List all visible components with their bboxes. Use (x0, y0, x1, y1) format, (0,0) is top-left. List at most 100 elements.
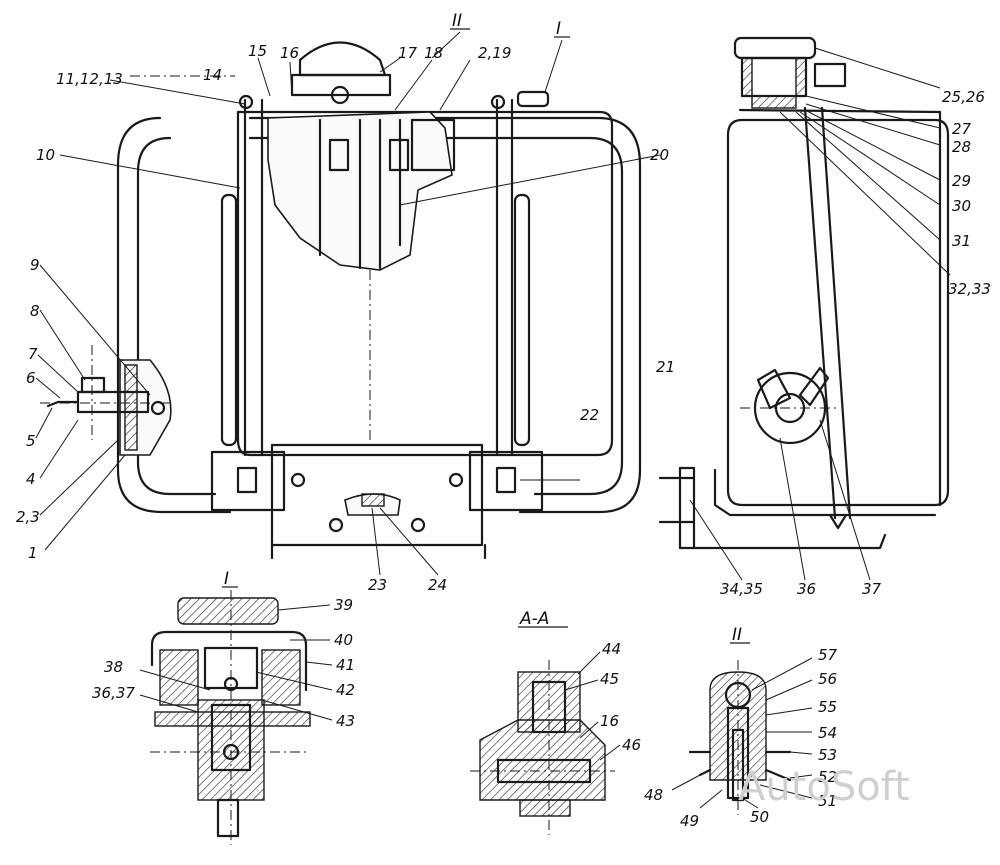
callout-42: 42 (336, 681, 355, 699)
callout-29: 29 (952, 172, 971, 190)
leader-18 (394, 59, 433, 111)
leader-36 (779, 437, 806, 581)
drain-plug (361, 493, 385, 507)
callout-36: 36 (797, 580, 816, 598)
side-gasket (751, 95, 797, 109)
callout-51: 51 (818, 792, 837, 810)
bracket-right (468, 450, 544, 512)
callout-5: 5 (26, 432, 36, 450)
tank-body (236, 110, 614, 457)
detail-i (150, 590, 311, 845)
callout-27: 27 (952, 120, 972, 138)
callout-41: 41 (336, 656, 355, 674)
side-neck-wall-l (741, 57, 753, 97)
callout-52: 52 (818, 768, 837, 786)
callout-31: 31 (952, 232, 971, 250)
leader-4 (39, 419, 79, 479)
leader-2-3 (39, 439, 119, 516)
leader-17 (379, 57, 401, 73)
callout-10: 10 (36, 146, 55, 164)
side-frame-bottom (713, 468, 937, 517)
gauge-tube-left (220, 193, 238, 447)
leader-41 (305, 661, 333, 666)
bracket-left-slot (236, 466, 258, 494)
callout-18: 18 (424, 44, 443, 62)
callout-45: 45 (600, 670, 619, 688)
leader-27 (805, 95, 941, 129)
leader-7 (37, 354, 79, 393)
leader-44 (577, 651, 601, 675)
leader-24 (379, 507, 439, 576)
leader-11-13 (109, 79, 246, 105)
leader-6 (35, 377, 61, 399)
watermark: AutoSoft (738, 764, 910, 810)
callout-49: 49 (680, 812, 699, 830)
callout-16: 16 (280, 44, 299, 62)
leader-29 (804, 109, 941, 181)
inner-fitting-a (328, 138, 350, 172)
leader-15 (257, 57, 271, 97)
callout-24: 24 (428, 576, 447, 594)
frame-tube-outer (116, 116, 642, 514)
frame-tube-inner (136, 136, 624, 496)
callout-48: 48 (644, 786, 663, 804)
callout-11-12-13: 11,12,13 (56, 70, 123, 88)
ii-flanges (688, 750, 792, 782)
callout-57: 57 (818, 646, 838, 664)
callout-22: 22 (580, 406, 599, 424)
bracket-right-slot (495, 466, 517, 494)
side-neck-wall-r (795, 57, 807, 97)
leader-57 (751, 657, 813, 691)
leader-32-33 (779, 111, 951, 276)
leader-16 (289, 61, 293, 97)
leader-53 (789, 751, 813, 755)
callout-50: 50 (750, 808, 769, 826)
callout-7: 7 (28, 345, 38, 363)
callout-36-37b: 36,37 (92, 684, 135, 702)
detail-i-cap (177, 597, 279, 625)
leader-30 (799, 111, 941, 206)
callout-1: 1 (28, 544, 38, 562)
filler-bolt (330, 85, 350, 105)
side-base-plate (692, 533, 887, 550)
leader-10 (59, 154, 241, 189)
callout-21: 21 (656, 358, 675, 376)
callout-16b: 16 (600, 712, 619, 730)
callout-2-19: 2,19 (478, 44, 511, 62)
marker-i-leader (544, 39, 563, 93)
side-tank-body (726, 118, 950, 507)
detail-ii (688, 660, 792, 815)
leader-1 (44, 454, 126, 551)
callout-4: 4 (26, 470, 36, 488)
callout-30: 30 (952, 197, 971, 215)
callout-9: 9 (30, 256, 40, 274)
callout-15: 15 (248, 42, 267, 60)
callout-25-26: 25,26 (942, 88, 985, 106)
leader-34-35 (689, 499, 743, 581)
leader-39 (277, 604, 331, 611)
valve-needle (46, 400, 80, 408)
leader-45 (564, 679, 599, 691)
callouts: 1 2,3 4 5 6 7 8 9 10 11,12,13 14 15 16 1… (16, 42, 991, 830)
leader-56 (765, 679, 813, 701)
leader-5 (35, 407, 53, 439)
title-section-aa: A-A (519, 609, 549, 629)
leader-lines (35, 47, 951, 809)
bolt-b (448, 472, 464, 488)
title-detail-ii: II (732, 625, 742, 645)
callout-46: 46 (622, 736, 641, 754)
inner-fitting-b (388, 138, 410, 172)
bolt-d (410, 517, 426, 533)
callout-34-35: 34,35 (720, 580, 763, 598)
callout-39: 39 (334, 596, 353, 614)
view-titles: I A-A II I II (222, 11, 750, 645)
leader-50 (741, 797, 759, 809)
bracket-left (210, 450, 286, 512)
callout-37: 37 (862, 580, 882, 598)
filler-neck (290, 73, 392, 97)
gauge-tube-right (513, 193, 531, 447)
valve-knob (150, 400, 166, 416)
side-nozzle (813, 62, 847, 88)
leader-25-26 (814, 47, 941, 89)
